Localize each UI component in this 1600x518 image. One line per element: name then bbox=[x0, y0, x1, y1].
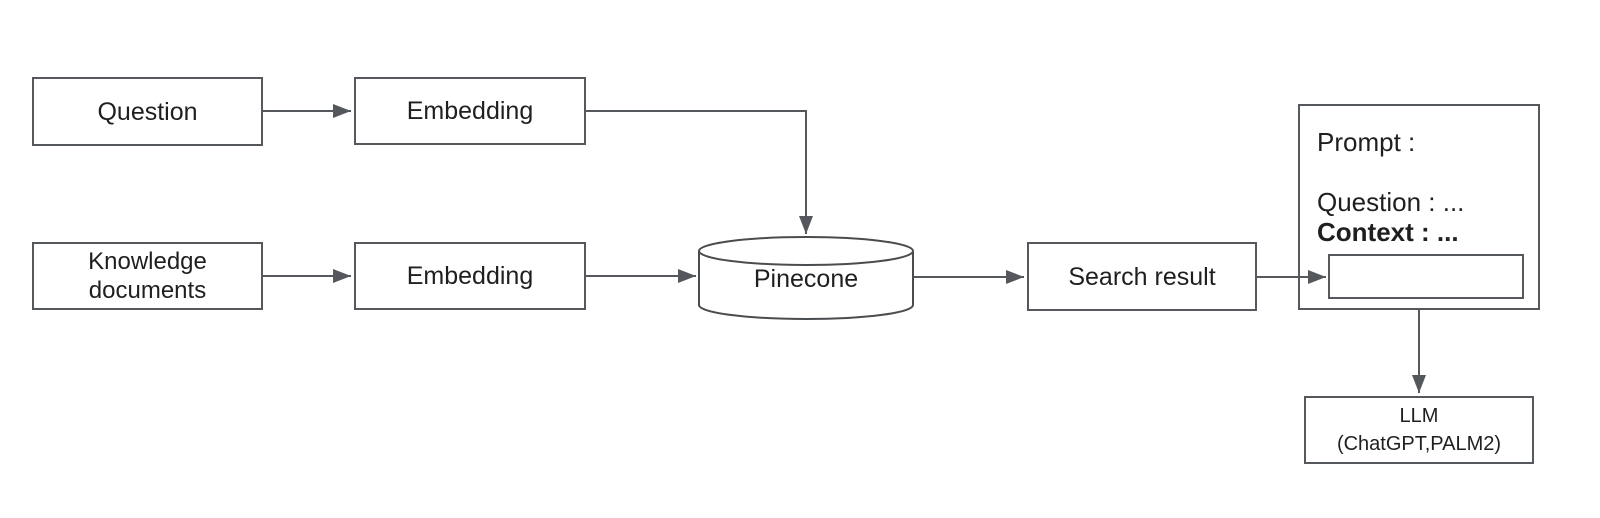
node-llm-models: (ChatGPT,PALM2) bbox=[1336, 433, 1502, 455]
node-embedding-bottom: Embedding bbox=[354, 242, 586, 310]
node-embedding-top-label: Embedding bbox=[406, 97, 534, 125]
node-search-result-label: Search result bbox=[1068, 262, 1216, 291]
node-llm: LLM (ChatGPT,PALM2) bbox=[1304, 396, 1534, 464]
node-search-result: Search result bbox=[1027, 242, 1257, 311]
node-question-label: Question bbox=[97, 97, 198, 126]
node-embedding-top: Embedding bbox=[354, 77, 586, 145]
arrow-embedding-to-pinecone-top bbox=[586, 110, 813, 234]
node-llm-name: LLM bbox=[1399, 405, 1439, 427]
node-pinecone-label: Pinecone bbox=[753, 264, 859, 293]
prompt-context-line: Context : ... bbox=[1317, 217, 1459, 247]
prompt-context-slot bbox=[1328, 254, 1524, 299]
node-pinecone: Pinecone bbox=[699, 245, 913, 313]
node-prompt: Prompt : Question : ... Context : ... bbox=[1298, 104, 1540, 310]
node-embedding-bottom-label: Embedding bbox=[406, 262, 534, 290]
node-question: Question bbox=[32, 77, 263, 146]
node-knowledge-documents: Knowledge documents bbox=[32, 242, 263, 310]
pinecone-cylinder-shape bbox=[698, 236, 914, 320]
prompt-question-line: Question : ... bbox=[1317, 187, 1465, 217]
node-knowledge-documents-label: Knowledge documents bbox=[88, 247, 207, 304]
prompt-heading: Prompt : bbox=[1317, 127, 1416, 157]
